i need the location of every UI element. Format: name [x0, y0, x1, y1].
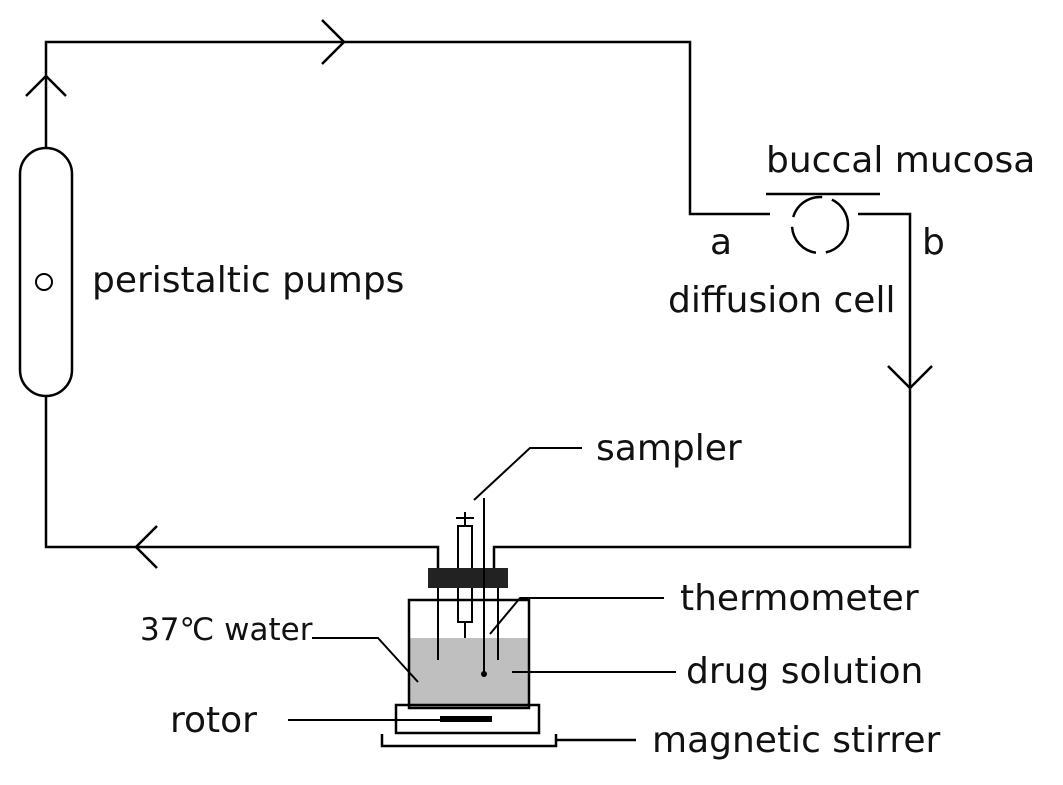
peristaltic-pump	[18, 146, 74, 398]
port-b-label: b	[922, 222, 945, 263]
arrow-left-icon	[134, 525, 158, 569]
drug-solution-label: drug solution	[686, 651, 923, 692]
stopper	[428, 568, 508, 588]
diffusion-cell	[766, 192, 880, 255]
tube-right-segment	[492, 212, 912, 568]
arrow-right-icon	[321, 19, 346, 65]
beaker-outline	[407, 598, 531, 710]
cell-chamber-icon	[790, 195, 850, 255]
port-a-label: a	[710, 222, 732, 263]
sampler-leader	[473, 447, 582, 501]
stirrer-base	[380, 734, 558, 748]
diffusion-cell-label: diffusion cell	[668, 280, 895, 321]
rotor-bar	[440, 716, 492, 722]
drug-solution-fill	[409, 638, 529, 708]
pump-body	[18, 146, 74, 398]
flow-arrows	[25, 19, 933, 569]
rotor-label: rotor	[170, 700, 257, 741]
buccal-mucosa-label: buccal mucosa	[766, 140, 1035, 181]
beaker	[407, 568, 531, 710]
thermometer-leader	[489, 597, 664, 635]
tube-top-segment	[44, 40, 770, 216]
water-label: 37℃ water	[140, 612, 313, 648]
thermometer-label: thermometer	[680, 578, 919, 619]
tube-left-segment	[44, 395, 440, 568]
sampler-label: sampler	[596, 428, 742, 469]
magnetic-stirrer-label: magnetic stirrer	[652, 720, 940, 761]
magnetic-stirrer	[380, 703, 636, 748]
water-leader	[312, 637, 419, 683]
arrow-down-icon	[887, 365, 933, 390]
arrow-up-icon	[25, 74, 67, 97]
peristaltic-pumps-label: peristaltic pumps	[92, 260, 404, 301]
thermometer	[481, 498, 487, 677]
pump-rotor-icon	[35, 273, 53, 291]
thermometer-bulb	[481, 671, 487, 677]
